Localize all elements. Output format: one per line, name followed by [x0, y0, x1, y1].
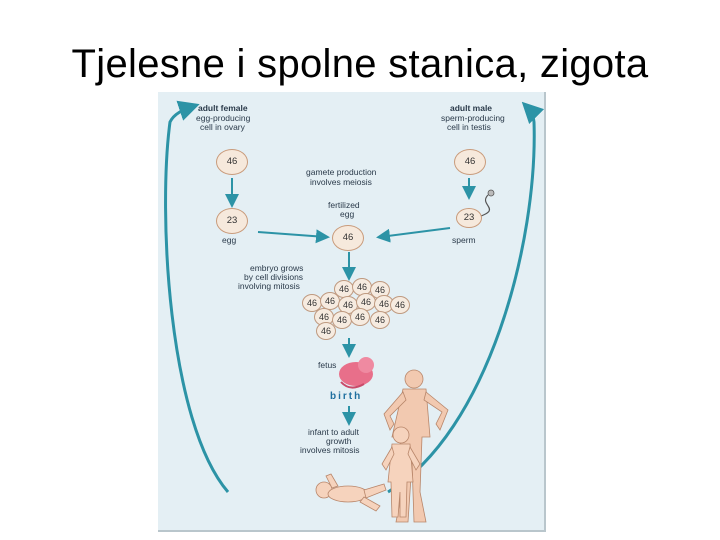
cluster-cell: 46: [350, 308, 370, 326]
sperm-tail: [477, 194, 491, 218]
male-title: adult male: [450, 103, 493, 113]
egg-cell: 23: [216, 208, 248, 234]
child-figure: [381, 426, 421, 518]
zygote-cell: 46: [332, 225, 364, 251]
slide-title: Tjelesne i spolne stanica, zigota: [71, 42, 649, 86]
female-line2: cell in ovary: [200, 122, 245, 132]
embryo-line2: by cell divisions: [244, 272, 304, 282]
female-title: adult female: [198, 103, 248, 113]
cluster-cell: 46: [390, 296, 410, 314]
female-line1: egg-producing: [196, 113, 251, 123]
fertilized-line1: fertilized: [328, 200, 360, 210]
female-cycle-arrow: [164, 100, 230, 493]
fetus-drawing: [339, 357, 374, 389]
growth-line1: infant to adult: [308, 427, 360, 437]
male-cell: 46: [454, 149, 486, 175]
gamete-line2: involves meiosis: [310, 177, 372, 187]
sperm-to-zygote-arrow: [376, 227, 451, 243]
male-line1: sperm-producing: [441, 113, 505, 123]
gamete-line1: gamete production: [306, 167, 377, 177]
birth-label: birth: [330, 391, 363, 402]
cluster-cell: 46: [370, 311, 390, 329]
egg-to-zygote-arrow: [257, 229, 330, 244]
female-cell: 46: [216, 149, 248, 175]
embryo-line1: embryo grows: [250, 263, 304, 273]
cluster-cell: 46: [316, 322, 336, 340]
growth-line2: growth: [326, 436, 352, 446]
male-cycle-arrow: [387, 101, 545, 494]
life-cycle-figure: adult female egg-producing cell in ovary…: [158, 92, 546, 532]
fetus-label: fetus: [318, 360, 337, 370]
fertilized-line2: egg: [340, 209, 355, 219]
embryo-line3: involving mitosis: [238, 281, 300, 291]
figure-arrows-and-art: [164, 100, 545, 523]
sperm-cell: 23: [456, 208, 482, 228]
sperm-head: [487, 189, 495, 197]
egg-label: egg: [222, 235, 237, 245]
infant-figure: [315, 473, 387, 512]
sperm-label: sperm: [452, 235, 476, 245]
growth-line3: involves mitosis: [300, 445, 360, 455]
male-line2: cell in testis: [447, 122, 491, 132]
